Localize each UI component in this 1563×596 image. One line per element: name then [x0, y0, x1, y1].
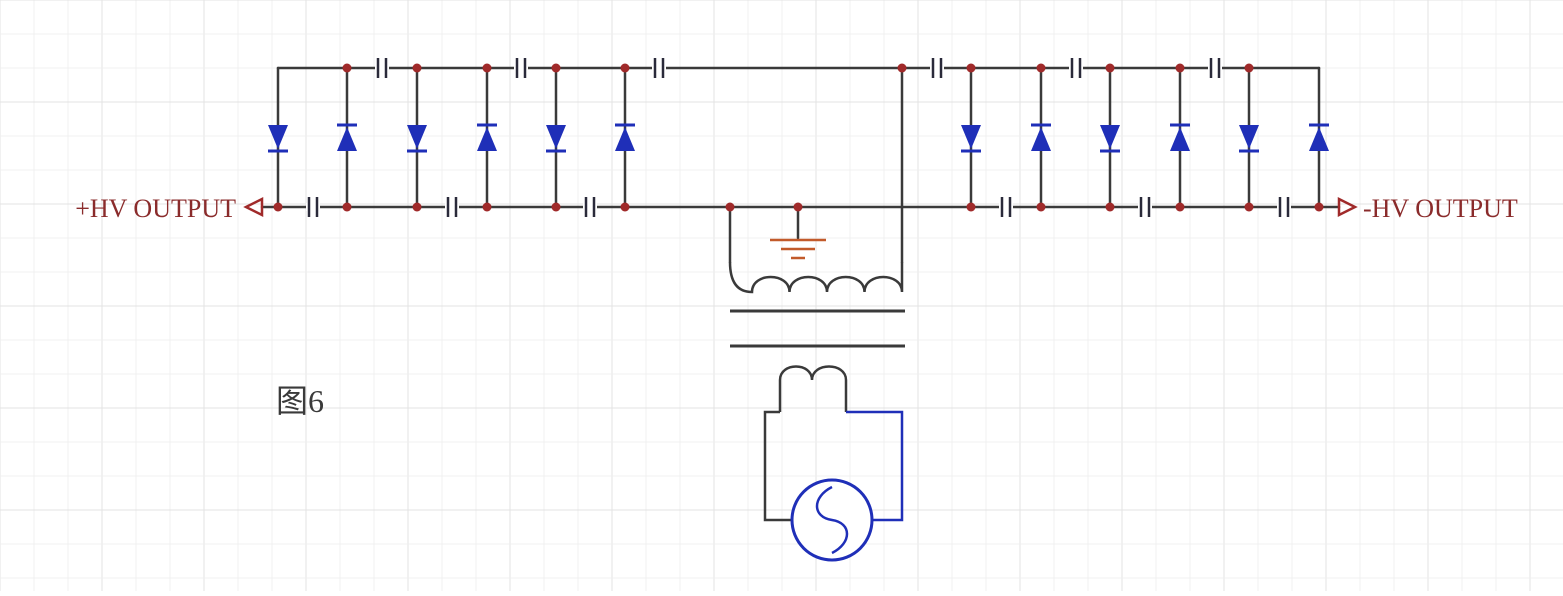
output-terminal-arrow-icon — [1337, 196, 1358, 218]
capacitors — [306, 58, 1291, 217]
primary-wire-left — [763, 410, 792, 522]
junction-node — [620, 63, 630, 73]
diodes — [268, 123, 1329, 153]
junction-node — [482, 63, 492, 73]
figure-caption: 图6 — [276, 383, 324, 419]
junction-node — [1244, 202, 1254, 212]
diode-icon — [477, 127, 497, 151]
capacitor-gap — [583, 203, 597, 211]
junction-node — [966, 202, 976, 212]
diode-icon — [407, 125, 427, 149]
junction-node — [1105, 63, 1115, 73]
capacitor-gap — [514, 64, 528, 72]
junction-node — [412, 202, 422, 212]
junction-node — [1314, 202, 1324, 212]
capacitor-gap — [652, 64, 666, 72]
diode-icon — [615, 127, 635, 151]
diode-icon — [1031, 127, 1051, 151]
junction-node — [620, 202, 630, 212]
transformer-secondary-coil — [728, 261, 904, 294]
capacitor-gap — [930, 64, 944, 72]
junction-node — [1244, 63, 1254, 73]
diode-icon — [268, 125, 288, 149]
junction-node — [1036, 63, 1046, 73]
diode-icon — [961, 125, 981, 149]
neg-hv-output-label: -HV OUTPUT — [1363, 194, 1518, 223]
diode-icon — [1309, 127, 1329, 151]
pos-hv-output-label: +HV OUTPUT — [75, 194, 236, 223]
transformer-primary-coil — [778, 365, 848, 412]
junction-node — [793, 202, 803, 212]
junction-node — [1175, 202, 1185, 212]
junction-node — [1105, 202, 1115, 212]
junction-node — [966, 63, 976, 73]
junction-node — [273, 202, 283, 212]
diode-icon — [1170, 127, 1190, 151]
junction-node — [725, 202, 735, 212]
diode-icon — [1100, 125, 1120, 149]
capacitor-gap — [1208, 64, 1222, 72]
junction-node — [482, 202, 492, 212]
junction-node — [342, 202, 352, 212]
symbols — [243, 196, 1358, 562]
capacitor-gap — [1069, 64, 1083, 72]
diode-icon — [1239, 125, 1259, 149]
diode-icon — [337, 127, 357, 151]
junction-node — [342, 63, 352, 73]
junction-node — [412, 63, 422, 73]
transformer — [728, 261, 905, 522]
junction-nodes — [273, 63, 1324, 212]
capacitor-gap — [375, 64, 389, 72]
diode-icon — [546, 125, 566, 149]
capacitor-gap — [1277, 203, 1291, 211]
capacitor-gap — [306, 203, 320, 211]
primary-wire-right — [846, 410, 904, 522]
junction-node — [1036, 202, 1046, 212]
capacitor-gap — [445, 203, 459, 211]
junction-node — [551, 202, 561, 212]
junction-node — [897, 63, 907, 73]
junction-node — [1175, 63, 1185, 73]
junction-node — [551, 63, 561, 73]
output-terminal-arrow-icon — [243, 196, 264, 218]
sine-wave-icon — [815, 485, 849, 555]
capacitor-gap — [1138, 203, 1152, 211]
capacitor-gap — [999, 203, 1013, 211]
wires — [260, 66, 1341, 264]
